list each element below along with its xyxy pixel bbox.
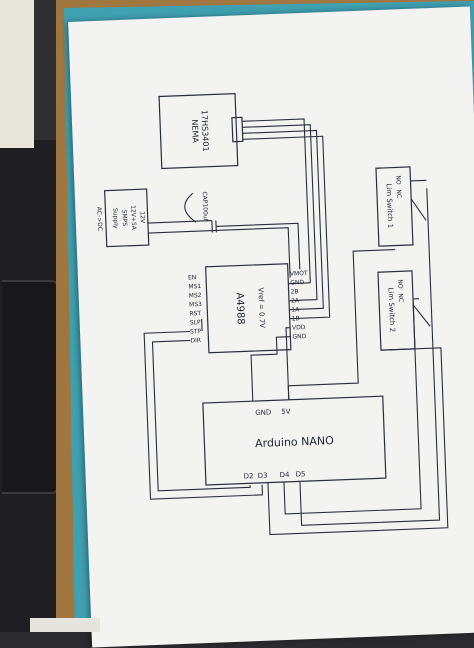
supply-label-line4: 12V+5A xyxy=(129,205,137,231)
power-supply: AC->DC Supply SMPS 12V+5A 12V xyxy=(95,189,149,247)
arduino-nano: GND 5V Arduino NANO D2 D3 D4 D5 xyxy=(203,396,386,485)
capacitor-label: CAP100uF xyxy=(201,191,209,222)
arduino-pin-d4: D4 xyxy=(280,471,291,479)
capacitor-pointer xyxy=(184,193,196,222)
arduino-pin-5v: 5V xyxy=(281,408,291,416)
a4988-pin-rst: RST xyxy=(189,310,201,317)
arduino-pin-d3: D3 xyxy=(258,472,268,480)
a4988-pin-ms1: MS1 xyxy=(188,283,201,290)
switch1-lever xyxy=(411,198,426,221)
a4988-pin-ms3: MS3 xyxy=(189,301,202,308)
a4988-pin-vmot: VMOT xyxy=(290,270,308,278)
supply-wire-to-gnd xyxy=(148,228,290,283)
a4988-pin-vdd: VDD xyxy=(292,324,306,332)
nema-label-line2: 17HS3401 xyxy=(200,110,211,152)
circuit-schematic: NEMA 17HS3401 AC->DC Supply SMPS 12V+5A … xyxy=(68,7,474,648)
switch2-lever xyxy=(413,304,430,327)
arduino-pin-d5: D5 xyxy=(296,470,306,478)
switch1-no: NO xyxy=(394,175,401,185)
bottom-paper-scrap xyxy=(30,618,100,632)
nema-label-line1: NEMA xyxy=(190,119,200,143)
nema-connector xyxy=(232,117,243,141)
a4988-driver: A4988 Vref = 0.7V EN MS1 MS2 MS3 RST SLP… xyxy=(188,263,311,354)
a4988-pin-gnd-2: GND xyxy=(292,333,306,341)
switch1-label: Lim Switch 1 xyxy=(385,183,395,228)
motor-wire-3 xyxy=(243,130,323,301)
switch1-nc: NC xyxy=(395,189,402,198)
switch2-label: Lim Switch 2 xyxy=(387,287,397,332)
laptop-trackpad xyxy=(2,280,58,494)
laptop-sticker xyxy=(0,0,34,148)
a4988-pin-stp: STP xyxy=(190,328,202,335)
schematic-paper: NEMA 17HS3401 AC->DC Supply SMPS 12V+5A … xyxy=(68,7,474,648)
a4988-pin-slp: SLP xyxy=(190,319,201,326)
a4988-box xyxy=(206,264,291,353)
a4988-pin-ms2: MS2 xyxy=(189,292,202,299)
a4988-pin-2b: 2B xyxy=(291,288,299,295)
supply-label-line1: AC->DC xyxy=(95,207,103,231)
supply-label-line2: Supply xyxy=(111,208,119,229)
a4988-vref: Vref = 0.7V xyxy=(256,287,266,328)
supply-label-line3: SMPS xyxy=(120,210,128,227)
d5-to-switch1-wire xyxy=(289,188,440,525)
motor-wire-1 xyxy=(242,119,310,285)
limit-switch-2: Lim Switch 2 NO NC xyxy=(378,270,431,350)
switch2-no: NO xyxy=(396,279,403,289)
arduino-pin-gnd: GND xyxy=(255,408,271,417)
arduino-pin-d2: D2 xyxy=(244,472,254,480)
nema-motor: NEMA 17HS3401 xyxy=(159,93,244,168)
switch1-lead xyxy=(410,180,426,181)
capacitor: CAP100uF xyxy=(184,191,216,233)
supply-label-line5: 12V xyxy=(138,211,145,224)
limit-switch-1: Lim Switch 1 NO NC xyxy=(376,166,429,246)
a4988-title: A4988 xyxy=(234,292,246,325)
a4988-pin-en: EN xyxy=(188,274,197,281)
arduino-title: Arduino NANO xyxy=(255,434,334,450)
a4988-pin-dir: DIR xyxy=(190,337,201,344)
dir-to-d2-wire xyxy=(152,338,250,490)
switch2-nc: NC xyxy=(397,293,404,302)
